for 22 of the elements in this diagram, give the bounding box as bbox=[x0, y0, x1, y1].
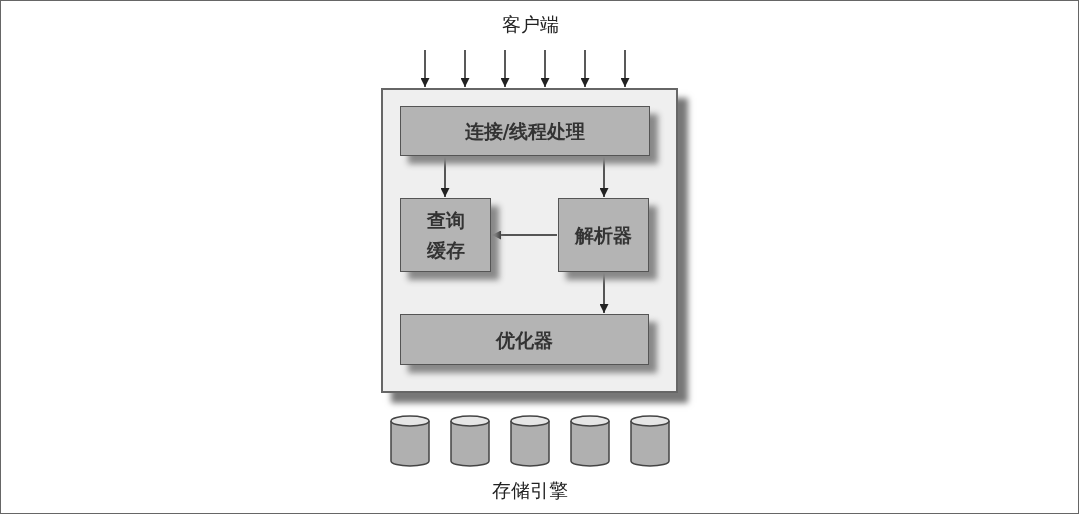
arrow bbox=[599, 156, 609, 198]
storage-cylinder bbox=[510, 415, 550, 467]
arrow bbox=[540, 49, 550, 88]
storage-cylinder bbox=[450, 415, 490, 467]
process-box: 优化器 bbox=[400, 314, 649, 365]
server-box bbox=[381, 88, 678, 393]
process-box: 查询缓存 bbox=[400, 198, 491, 272]
arrow bbox=[460, 49, 470, 88]
storage-cylinder bbox=[630, 415, 670, 467]
process-box: 解析器 bbox=[558, 198, 649, 272]
text-label: 客户端 bbox=[501, 12, 559, 37]
arrow bbox=[599, 272, 609, 314]
storage-cylinder bbox=[570, 415, 610, 467]
process-box: 连接/线程处理 bbox=[400, 106, 650, 156]
arrow bbox=[500, 49, 510, 88]
arrow bbox=[580, 49, 590, 88]
text-label: 存储引擎 bbox=[492, 478, 568, 503]
arrow bbox=[440, 156, 450, 198]
arrow bbox=[420, 49, 430, 88]
storage-cylinder bbox=[390, 415, 430, 467]
arrow bbox=[620, 49, 630, 88]
arrow bbox=[491, 230, 558, 240]
